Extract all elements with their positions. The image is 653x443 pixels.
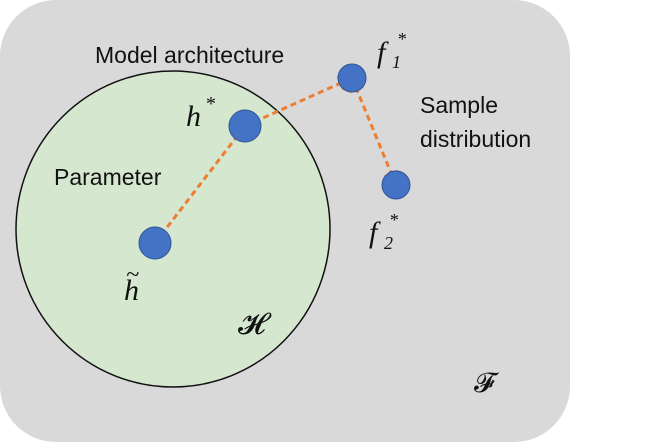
h-star-point xyxy=(228,109,262,143)
h-tilde-label-base: h xyxy=(124,274,139,307)
h-tilde-label-accent: ~ xyxy=(126,262,139,288)
f2-star-label-superscript: * xyxy=(389,210,398,230)
model-space-circle xyxy=(15,70,331,388)
f1-star-label-superscript: * xyxy=(397,29,406,49)
sample-distribution-label-line1: Sample xyxy=(420,92,498,118)
f2-star-label-subscript: 2 xyxy=(384,233,393,253)
parameter-label: Parameter xyxy=(54,164,162,190)
f1-star-point xyxy=(337,63,367,93)
h-tilde-point xyxy=(138,226,172,260)
parameter-arrow xyxy=(153,124,247,245)
sample-distribution-label-line2: distribution xyxy=(420,126,531,152)
f2-star-point xyxy=(381,170,411,200)
h-star-label-base: h xyxy=(186,100,201,133)
model-architecture-label: Model architecture xyxy=(95,42,284,68)
h-star-label-superscript: * xyxy=(205,93,215,115)
f1-star-label-subscript: 1 xyxy=(392,52,401,72)
